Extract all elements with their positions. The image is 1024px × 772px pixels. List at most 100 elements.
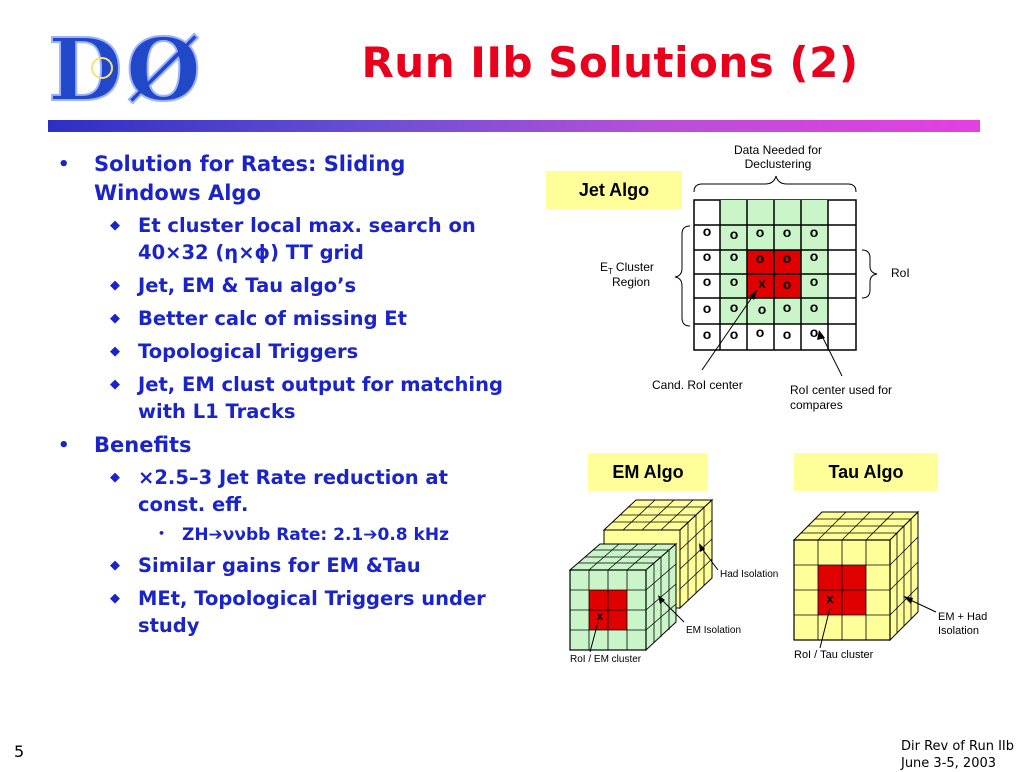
roi-center-label: compares	[790, 398, 843, 412]
em-isolation-arrow	[659, 597, 685, 623]
data-needed-brace	[693, 175, 857, 193]
sub-bullet-text: MEt, Topological Triggers under study	[138, 587, 486, 637]
cell-o: o	[730, 326, 739, 342]
bullet-dot-icon: •	[58, 154, 70, 175]
cell-o: o	[810, 273, 819, 289]
arrow-head-icon	[749, 290, 757, 300]
footer-line: Dir Rev of Run IIb	[900, 739, 1014, 754]
roi-label: RoI	[891, 266, 910, 280]
cell-o: o	[810, 299, 819, 315]
diamond-icon: ◆	[110, 278, 120, 293]
slide-title: Run IIb Solutions (2)	[361, 38, 859, 87]
sub-bullet-text: Similar gains for EM &Tau	[138, 554, 421, 577]
sub-bullet-text: Topological Triggers	[138, 340, 359, 363]
sub-bullet: ◆ Topological Triggers	[58, 338, 518, 365]
footer-line: June 3-5, 2003	[900, 756, 997, 771]
cell-o: o	[756, 324, 765, 340]
sub-bullet: ◆ Et cluster local max. search on 40×32 (…	[58, 212, 518, 266]
svg-text:Ø: Ø	[126, 22, 201, 112]
diamond-icon: ◆	[110, 218, 120, 233]
data-needed-label: Declustering	[745, 157, 812, 171]
cell-o: o	[783, 326, 792, 342]
cell-o: o	[730, 273, 739, 289]
tau-roi-arrow	[819, 607, 831, 649]
em-roi-arrow	[589, 621, 599, 653]
footer: Dir Rev of Run IIb June 3-5, 2003	[901, 738, 1014, 772]
cell-o: o	[730, 226, 739, 242]
sub-sub-bullet-text: ZH➔ννbb Rate: 2.1➔0.8 kHz	[182, 525, 449, 545]
tau-roi-x: x	[826, 591, 834, 606]
em-cubes	[568, 498, 714, 652]
cand-center-arrow	[701, 289, 758, 371]
cell-o: o	[810, 324, 819, 340]
sub-bullet-text: ×2.5–3 Jet Rate reduction at const. eff.	[138, 466, 448, 516]
small-bullet-icon: •	[158, 527, 166, 540]
diamond-icon: ◆	[110, 377, 120, 392]
cell-o: o	[703, 248, 712, 264]
had-isolation-label: Had Isolation	[720, 569, 778, 580]
sub-bullet-text: Better calc of missing Et	[138, 307, 407, 330]
bullet-benefits-text: Benefits	[94, 433, 192, 457]
cell-o: o	[703, 326, 712, 342]
tau-cube	[792, 510, 920, 642]
diamond-icon: ◆	[110, 591, 120, 606]
arrow-head-icon	[817, 330, 825, 340]
bullet-rates: • Solution for Rates: Sliding Windows Al…	[58, 150, 518, 208]
sub-bullet: ◆×2.5–3 Jet Rate reduction at const. eff…	[58, 464, 518, 518]
tau-algo-label: Tau Algo	[794, 453, 938, 491]
bullet-rates-text: Solution for Rates: Sliding Windows Algo	[94, 152, 406, 205]
data-needed-label: Data Needed for	[734, 143, 822, 157]
sub-bullet-text: Jet, EM & Tau algo’s	[138, 274, 357, 297]
roi-brace	[861, 249, 878, 299]
cand-center-label: Cand. RoI center	[652, 378, 743, 392]
tau-isolation-label: Isolation	[938, 625, 979, 637]
em-algo-label: EM Algo	[588, 453, 708, 491]
arrow-head-icon	[699, 543, 705, 552]
page-number: 5	[14, 742, 25, 761]
cell-o: o	[810, 248, 819, 264]
roi-center-label: RoI center used for	[790, 383, 892, 397]
cell-o: o	[758, 301, 767, 317]
bullet-list: • Solution for Rates: Sliding Windows Al…	[58, 150, 518, 645]
sub-bullet: ◆ Jet, EM & Tau algo’s	[58, 272, 518, 299]
sub-bullet: ◆ Better calc of missing Et	[58, 305, 518, 332]
jet-algo-label: Jet Algo	[546, 171, 682, 209]
cell-o: o	[783, 224, 792, 240]
diamond-icon: ◆	[110, 311, 120, 326]
em-isolation-label: EM Isolation	[686, 625, 741, 636]
sub-sub-bullet: • ZH➔ννbb Rate: 2.1➔0.8 kHz	[58, 524, 518, 546]
em-roi-cluster-label: RoI / EM cluster	[570, 654, 642, 665]
arrow-head-icon	[658, 595, 665, 604]
sub-bullet: ◆ Jet, EM clust output for matching with …	[58, 371, 518, 425]
cluster-region-brace	[674, 225, 691, 327]
tau-isolation-label: EM + Had	[938, 611, 987, 623]
cell-o: o	[703, 273, 712, 289]
cell-o: o	[756, 224, 765, 240]
jet-grid: o o o o o o o o o o o o x o o o o o o o …	[600, 143, 910, 412]
cell-o: o	[730, 299, 739, 315]
svg-text:D: D	[48, 22, 123, 112]
cluster-region-label: Region	[612, 275, 650, 289]
roi-center-arrow	[821, 335, 843, 377]
diamond-icon: ◆	[110, 558, 120, 573]
sub-bullet-text: Et cluster local max. search on 40×32 (η…	[138, 214, 476, 264]
cell-o: o	[730, 248, 739, 264]
bullet-dot-icon: •	[58, 435, 70, 456]
cell-o: o	[783, 299, 792, 315]
title-divider	[48, 120, 980, 132]
sub-bullet-text: Jet, EM clust output for matching with L…	[138, 373, 503, 423]
sub-bullet: ◆ Similar gains for EM &Tau	[58, 552, 518, 579]
sub-bullet: ◆ MEt, Topological Triggers under study	[58, 585, 518, 639]
diamond-icon: ◆	[110, 344, 120, 359]
cell-o: o	[783, 250, 792, 266]
arrow-head-icon	[903, 596, 913, 604]
bullet-benefits: • Benefits	[58, 431, 518, 460]
d0-logo: D Ø	[44, 22, 214, 112]
cell-o: o	[783, 276, 792, 292]
cell-o: o	[810, 224, 819, 240]
tau-roi-cluster-label: RoI / Tau cluster	[794, 649, 874, 661]
cell-o: o	[703, 223, 712, 239]
cell-o: o	[703, 300, 712, 316]
cell-o: o	[756, 250, 765, 266]
